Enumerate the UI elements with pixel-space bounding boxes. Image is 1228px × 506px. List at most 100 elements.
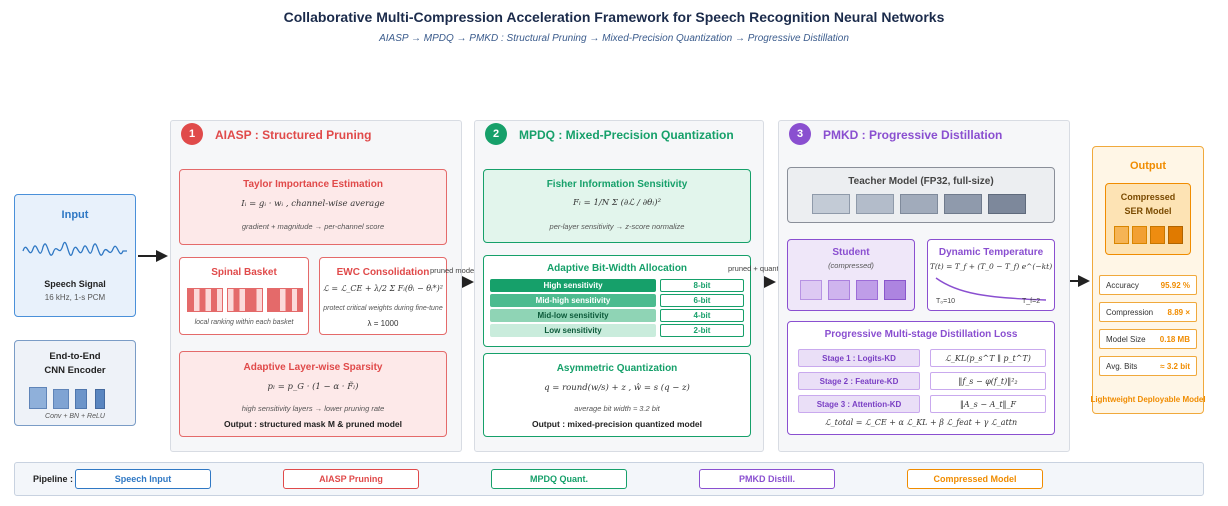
output-title: Output [1129, 160, 1167, 172]
fisher-note: per-layer sensitivity → z-score normaliz… [549, 222, 685, 231]
teacher-layer-icon [856, 194, 894, 214]
asym-note: average bit width ≈ 3.2 bit [574, 404, 660, 413]
metric-row: Compression 8.89 × [1099, 302, 1197, 322]
ewc-formula: ℒ = ℒ_CE + λ/2 Σ Fᵢ(θᵢ − θᵢ*)² [323, 284, 443, 293]
flow-label-pruned-quantized: pruned + quantized [728, 264, 793, 273]
temperature-decay-curve [935, 277, 1047, 301]
teacher-box: Teacher Model (FP32, full-size) [787, 167, 1055, 223]
encoder-title-line1: End-to-End [49, 351, 101, 362]
ewc-lambda: λ = 1000 [367, 319, 399, 328]
model-block-icon [1132, 226, 1147, 244]
basket-icon [227, 288, 263, 312]
teacher-layer-icon [988, 194, 1026, 214]
pipeline-step: Compressed Model [907, 469, 1043, 489]
asym-formula: q = round(w/s) + z , ŵ = s (q − z) [544, 383, 690, 393]
panel1-number-badge: 1 [181, 123, 203, 145]
metric-label: Avg. Bits [1106, 361, 1138, 371]
bit-row-value: 8-bit [660, 279, 744, 292]
model-label-line2: SER Model [1124, 206, 1172, 216]
encoder-box: End-to-End CNN Encoder Conv + BN + ReLU [14, 340, 136, 426]
metric-value: 95.92 % [1160, 280, 1190, 290]
panel-pmkd: 3 PMKD : Progressive Distillation Teache… [778, 120, 1070, 452]
temperature-title: Dynamic Temperature [938, 247, 1044, 258]
fisher-formula: Fₗ = 1/N Σ (∂ℒ / ∂θₗ)² [572, 198, 661, 208]
stage-equation: ‖A_s − A_t‖_F [930, 395, 1046, 413]
student-layer-icon [828, 280, 850, 300]
taylor-box: Taylor Importance Estimation Iᵢ = gᵢ · w… [179, 169, 447, 245]
panel3-number-badge: 3 [789, 123, 811, 145]
teacher-layer-icon [900, 194, 938, 214]
metric-label: Compression [1106, 307, 1154, 317]
teacher-title: Teacher Model (FP32, full-size) [848, 176, 994, 187]
fisher-title: Fisher Information Sensitivity [546, 179, 688, 190]
flow-label-pruned-model: pruned model [430, 266, 476, 275]
output-footer: Lightweight Deployable Model [1090, 395, 1206, 404]
panel1-title: AIASP : Structured Pruning [215, 128, 372, 142]
pipeline-bar: Pipeline : Speech Input AIASP Pruning MP… [14, 462, 1204, 496]
bit-row-value: 4-bit [660, 309, 744, 322]
panel-mpdq: 2 MPDQ : Mixed-Precision Quantization Fi… [474, 120, 764, 452]
panel3-title: PMKD : Progressive Distillation [823, 128, 1003, 142]
sparsity-note: high sensitivity layers → lower pruning … [241, 404, 385, 413]
bitwidth-box: Adaptive Bit-Width Allocation High sensi… [483, 255, 751, 347]
metric-row: Model Size 0.18 MB [1099, 329, 1197, 349]
temperature-formula: T(t) = T_f + (T_0 − T_f) e^(−kt) [929, 262, 1053, 271]
ewc-title: EWC Consolidation [336, 267, 430, 278]
loss-box: Progressive Multi-stage Distillation Los… [787, 321, 1055, 435]
page-subtitle: AIASP → MPDQ → PMKD : Structural Pruning… [379, 33, 849, 44]
metric-label: Accuracy [1106, 280, 1139, 290]
bit-row-value: 2-bit [660, 324, 744, 337]
sparsity-formula: pₗ = p_G · (1 − α · F̃ₗ) [267, 382, 359, 392]
bit-row-label: Low sensitivity [490, 324, 656, 337]
pipeline-step: Speech Input [75, 469, 211, 489]
ewc-box: EWC Consolidation ℒ = ℒ_CE + λ/2 Σ Fᵢ(θᵢ… [319, 257, 447, 335]
encoder-layer-icon [95, 389, 105, 409]
student-layer-icon [800, 280, 822, 300]
asym-output: Output : mixed-precision quantized model [531, 419, 702, 429]
spinal-basket-box: Spinal Basket local ranking within each … [179, 257, 309, 335]
encoder-layer-icon [53, 389, 69, 409]
teacher-layer-icon [812, 194, 850, 214]
bit-row-label: Mid-low sensitivity [490, 309, 656, 322]
page-title: Collaborative Multi-Compression Accelera… [283, 9, 945, 25]
ewc-note: protect critical weights during fine-tun… [323, 305, 443, 312]
stage-label: Stage 2 : Feature-KD [798, 372, 920, 390]
input-title: Input [61, 209, 89, 221]
stage-label: Stage 1 : Logits-KD [798, 349, 920, 367]
waveform-icon [22, 241, 127, 256]
encoder-layer-icon [75, 389, 87, 409]
metric-row: Avg. Bits ≈ 3.2 bit [1099, 356, 1197, 376]
sparsity-box: Adaptive Layer-wise Sparsity pₗ = p_G · … [179, 351, 447, 437]
metric-row: Accuracy 95.92 % [1099, 275, 1197, 295]
output-panel: Output Compressed SER Model Accuracy 95.… [1090, 146, 1206, 414]
loss-title: Progressive Multi-stage Distillation Los… [824, 329, 1018, 340]
basket-icon [187, 288, 223, 312]
input-box: Input Speech Signal 16 kHz, 1-s PCM [14, 194, 136, 317]
taylor-title: Taylor Importance Estimation [243, 179, 383, 190]
bitwidth-title: Adaptive Bit-Width Allocation [546, 263, 688, 274]
temperature-start-label: T₀=10 [936, 298, 956, 305]
asym-box: Asymmetric Quantization q = round(w/s) +… [483, 353, 751, 437]
asym-title: Asymmetric Quantization [556, 363, 678, 374]
model-block-icon [1168, 226, 1183, 244]
pipeline-label: Pipeline : [33, 474, 74, 484]
spinal-title: Spinal Basket [211, 267, 277, 278]
metric-value: 8.89 × [1167, 307, 1190, 317]
encoder-caption: Conv + BN + ReLU [45, 413, 105, 420]
bit-row-label: Mid-high sensitivity [490, 294, 656, 307]
encoder-title-line2: CNN Encoder [44, 365, 106, 376]
student-layer-icon [856, 280, 878, 300]
taylor-formula: Iᵢ = gᵢ · wᵢ , channel-wise average [241, 199, 385, 209]
model-block-icon [1114, 226, 1129, 244]
metric-value: ≈ 3.2 bit [1160, 361, 1190, 371]
fisher-box: Fisher Information Sensitivity Fₗ = 1/N … [483, 169, 751, 243]
panel-aiasp: 1 AIASP : Structured Pruning Taylor Impo… [170, 120, 462, 452]
temperature-end-label: T_f=2 [1022, 298, 1041, 305]
stage-label: Stage 3 : Attention-KD [798, 395, 920, 413]
taylor-note: gradient + magnitude → per-channel score [241, 222, 385, 231]
model-label-line1: Compressed [1120, 192, 1176, 202]
temperature-box: Dynamic Temperature T(t) = T_f + (T_0 − … [927, 239, 1055, 311]
bit-row-label: High sensitivity [490, 279, 656, 292]
input-sublabel: 16 kHz, 1-s PCM [44, 293, 106, 302]
pipeline-step: MPDQ Quant. [491, 469, 627, 489]
